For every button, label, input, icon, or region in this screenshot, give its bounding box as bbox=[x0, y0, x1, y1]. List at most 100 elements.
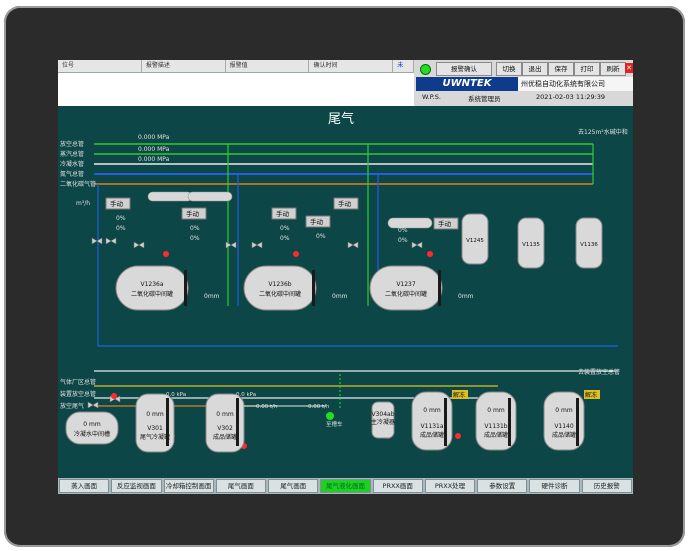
valve-icon[interactable] bbox=[347, 241, 359, 249]
pipe-label: 装置放空总管 bbox=[60, 390, 96, 398]
tank-v1135[interactable] bbox=[517, 217, 545, 269]
manual-control-button[interactable] bbox=[433, 217, 459, 230]
tank-v1236b[interactable] bbox=[243, 265, 317, 311]
level-reading: 0 mm bbox=[487, 407, 505, 414]
level-bar bbox=[312, 270, 315, 306]
nav-tab[interactable]: PRXX处理 bbox=[424, 479, 476, 493]
valve-reading: 0% bbox=[280, 225, 290, 232]
nav-tab[interactable]: 冷却箱控制画面 bbox=[163, 479, 214, 493]
valve-icon[interactable] bbox=[411, 241, 423, 249]
valve-reading: 0% bbox=[116, 215, 126, 222]
manual-control-button[interactable] bbox=[181, 207, 207, 220]
nav-tab[interactable]: 蒸入画面 bbox=[59, 479, 110, 493]
tank-v1136[interactable] bbox=[575, 217, 603, 269]
tank-desc: 冷凝水中间槽 bbox=[74, 430, 110, 438]
valve-icon[interactable] bbox=[87, 401, 99, 409]
nav-tab[interactable]: 反应监视画面 bbox=[111, 479, 162, 493]
pump-status-icon bbox=[111, 393, 117, 399]
valve-icon[interactable] bbox=[133, 241, 145, 249]
manual-control-label: 手动 bbox=[438, 219, 452, 228]
exchanger-shape bbox=[187, 191, 233, 202]
manual-control-button[interactable] bbox=[271, 207, 297, 220]
page-title: 尾气 bbox=[328, 112, 355, 127]
defrost-tag[interactable] bbox=[584, 390, 600, 399]
save-button[interactable]: 保存 bbox=[548, 62, 574, 76]
level-reading: 0 mm bbox=[423, 407, 441, 414]
alarm-confirm-button[interactable]: 报警确认 bbox=[436, 62, 492, 76]
tank-v1237[interactable] bbox=[369, 265, 443, 311]
tank-desc: 主冷凝器 bbox=[371, 418, 395, 426]
tank-v1236a[interactable] bbox=[115, 265, 189, 311]
manual-control-label: 手动 bbox=[186, 209, 200, 218]
manual-control-button[interactable] bbox=[333, 197, 359, 210]
tank-v1245[interactable] bbox=[461, 213, 489, 265]
nav-tab[interactable]: 硬件诊断 bbox=[529, 479, 580, 493]
valve-icon[interactable] bbox=[225, 241, 237, 249]
alarm-column: 报警描述 bbox=[142, 60, 226, 72]
tank-desc: 二氧化碳中间罐 bbox=[385, 290, 427, 298]
tank-tag: V1140 bbox=[554, 423, 574, 430]
company-name: 州优稳自动化系统有限公司 bbox=[518, 77, 633, 91]
tank-v302[interactable] bbox=[205, 393, 245, 453]
level-bar bbox=[444, 398, 447, 446]
status-led-icon bbox=[420, 64, 431, 75]
valve-icon[interactable] bbox=[251, 241, 263, 249]
nav-tab[interactable]: 历史报警 bbox=[581, 479, 632, 493]
pump-status-icon bbox=[427, 251, 433, 257]
manual-control-button[interactable] bbox=[105, 197, 131, 210]
level-reading: 0mm bbox=[458, 293, 474, 300]
alarm-column: 确认时间 bbox=[309, 60, 394, 72]
print-button[interactable]: 打印 bbox=[574, 62, 600, 76]
pipe-label: 蒸汽总管 bbox=[60, 150, 84, 158]
level-bar bbox=[166, 398, 169, 446]
tank-v304ab[interactable] bbox=[371, 401, 395, 439]
tank-tag: V1237 bbox=[396, 281, 416, 288]
level-reading: 0 mm bbox=[83, 421, 101, 428]
tank-v1131a[interactable] bbox=[411, 391, 453, 451]
close-icon[interactable]: ✕ bbox=[625, 63, 633, 73]
process-diagram: 放空总管 蒸汽总管 冷凝水管 氮气总管 二氧化碳气管 0.000 MPa 0.0… bbox=[60, 128, 628, 453]
alarm-list-header: 位号 报警描述 报警值 确认时间 未 bbox=[58, 60, 415, 73]
defrost-tag[interactable] bbox=[452, 390, 468, 399]
valve-reading: 0% bbox=[190, 235, 200, 242]
flow-unit: m³/h bbox=[76, 200, 90, 207]
pipe-label-right: 去装置放空总管 bbox=[578, 368, 620, 376]
tank-condensate[interactable] bbox=[65, 411, 119, 445]
tank-tag: V301 bbox=[147, 425, 163, 432]
header-pipes bbox=[94, 143, 594, 185]
pipe-label-right: 去125m²水碱中和 bbox=[578, 128, 628, 136]
valve-reading: 0% bbox=[316, 233, 326, 240]
manual-control-button[interactable] bbox=[305, 215, 331, 228]
pipe-label: 气体厂区总管 bbox=[60, 378, 96, 386]
valve-icon[interactable] bbox=[91, 237, 103, 245]
alarm-column: 位号 bbox=[58, 60, 142, 72]
nav-tab[interactable]: 尾气画面 bbox=[268, 479, 319, 493]
level-reading: 0mm bbox=[332, 293, 348, 300]
pump-icon[interactable] bbox=[326, 412, 334, 420]
tank-tag: V1136 bbox=[580, 242, 598, 248]
nav-tab[interactable]: 尾气画面 bbox=[215, 479, 267, 493]
pipe-label: 放空总管 bbox=[60, 140, 84, 148]
tank-v301[interactable] bbox=[135, 393, 175, 453]
bottom-nav: 蒸入画面 反应监视画面 冷却箱控制画面 尾气画面 尾气画面 尾气液化画面 PRX… bbox=[58, 478, 633, 494]
pump-status-icon bbox=[293, 251, 299, 257]
alarm-list[interactable]: 位号 报警描述 报警值 确认时间 未 bbox=[58, 60, 415, 106]
nav-tab[interactable]: 参数设置 bbox=[477, 479, 528, 493]
exit-button[interactable]: 退出 bbox=[522, 62, 548, 76]
manual-control-label: 手动 bbox=[310, 217, 324, 226]
user-status: W.P.S. 系统管理员 2021-02-03 11:29:39 bbox=[416, 93, 631, 104]
exchanger-shape bbox=[147, 191, 193, 202]
pipe-label: 氮气总管 bbox=[60, 170, 84, 178]
flow-reading: 0.00 t/h bbox=[308, 404, 330, 410]
tank-v1131b[interactable] bbox=[475, 391, 517, 451]
valve-icon[interactable] bbox=[105, 237, 117, 245]
pipe-reading: 0.000 MPa bbox=[138, 146, 170, 153]
nav-tab[interactable]: PRXX画面 bbox=[372, 479, 423, 493]
tank-tag: V302 bbox=[217, 425, 233, 432]
refresh-button[interactable]: 刷新 bbox=[600, 62, 626, 76]
tank-desc: 二氧化碳中间罐 bbox=[131, 290, 173, 298]
nav-tab-active[interactable]: 尾气液化画面 bbox=[320, 479, 371, 493]
switch-button[interactable]: 切换 bbox=[496, 62, 522, 76]
defrost-tag-label: 解冻 bbox=[453, 391, 465, 399]
tank-v1140[interactable] bbox=[543, 391, 585, 451]
